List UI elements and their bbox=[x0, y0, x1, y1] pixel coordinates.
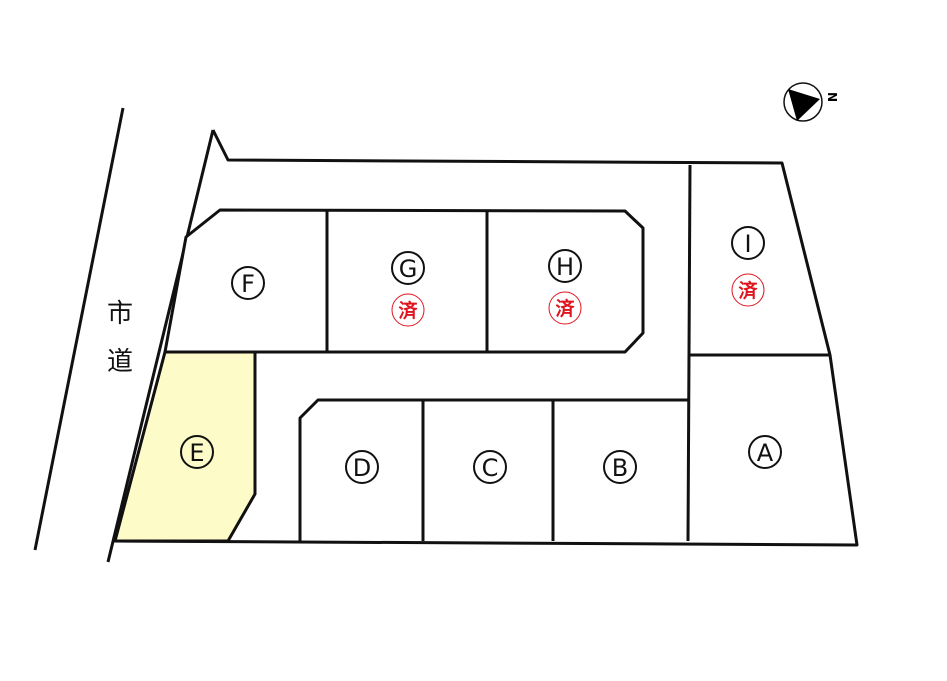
label-circle bbox=[603, 450, 637, 484]
lot-label-D: D bbox=[345, 450, 379, 484]
sold-stamp-icon bbox=[391, 293, 425, 327]
lot-label-C: C bbox=[473, 450, 507, 484]
lot-letter: C bbox=[482, 454, 499, 482]
sold-stamp-icon bbox=[548, 291, 582, 325]
lower-block-edge bbox=[298, 398, 690, 541]
label-circle bbox=[548, 249, 582, 283]
lot-letter: I bbox=[744, 230, 751, 258]
label-circle bbox=[391, 251, 425, 285]
street-label-2: 道 bbox=[107, 347, 133, 377]
lot-label-H: H済 bbox=[548, 249, 582, 325]
lot-letter: H bbox=[556, 253, 574, 281]
lot-label-F: F bbox=[231, 266, 265, 300]
north-label: N bbox=[825, 92, 839, 102]
label-circle bbox=[231, 266, 265, 300]
road-edge-line bbox=[33, 107, 125, 551]
sold-mark: 済 bbox=[738, 279, 758, 302]
site-boundary bbox=[114, 129, 859, 547]
label-circle bbox=[180, 435, 214, 469]
lot-label-B: B bbox=[603, 450, 637, 484]
lot-letter: D bbox=[353, 454, 371, 482]
lot-label-A: A bbox=[748, 435, 782, 469]
label-circle bbox=[748, 435, 782, 469]
sold-stamp-icon bbox=[731, 273, 765, 307]
label-circle bbox=[731, 226, 765, 260]
lot-label-I: I済 bbox=[731, 226, 765, 307]
label-circle bbox=[345, 450, 379, 484]
lot-letter: G bbox=[399, 255, 418, 283]
lot-label-G: G済 bbox=[391, 251, 425, 327]
lot-letter: F bbox=[241, 270, 255, 298]
upper-block bbox=[163, 208, 645, 354]
lot-letter: E bbox=[189, 439, 204, 467]
label-circle bbox=[473, 450, 507, 484]
street-label-1: 市 bbox=[107, 299, 133, 329]
site-boundary-west bbox=[106, 129, 215, 563]
sold-mark: 済 bbox=[398, 299, 418, 322]
lot-I-A-west-edge bbox=[686, 164, 692, 542]
lot-label-E: E bbox=[180, 435, 214, 469]
lot-letter: A bbox=[757, 439, 774, 467]
sold-mark: 済 bbox=[555, 297, 575, 320]
lot-letter: B bbox=[612, 454, 628, 482]
north-arrow-icon: N bbox=[783, 82, 839, 122]
